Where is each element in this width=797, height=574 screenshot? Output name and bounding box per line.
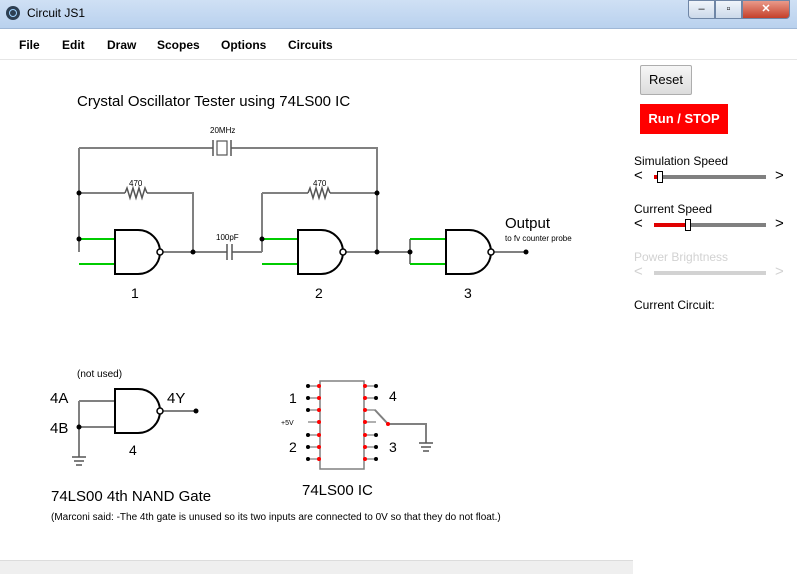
nand-gate-1[interactable] (114, 229, 161, 275)
current-speed-fill (654, 223, 688, 227)
close-button[interactable]: ✕ (742, 0, 790, 19)
gate3-label: 3 (464, 285, 472, 301)
simulation-speed-thumb[interactable] (657, 171, 663, 183)
gate4-output-label: 4Y (167, 390, 185, 407)
reset-button[interactable]: Reset (640, 65, 692, 95)
ic-pin-label-4: 4 (389, 388, 397, 404)
capacitor-symbol[interactable] (226, 244, 233, 260)
gate2-label: 2 (315, 285, 323, 301)
circuit-title: Crystal Oscillator Tester using 74LS00 I… (77, 93, 350, 110)
simulation-speed-track[interactable] (654, 171, 766, 183)
menu-scopes[interactable]: Scopes (157, 38, 200, 52)
maximize-button[interactable]: ▫ (715, 0, 742, 19)
ic-pin-label-2: 2 (289, 439, 297, 455)
nand-gate-3[interactable] (445, 229, 492, 275)
marconi-note: (Marconi said: -The 4th gate is unused s… (51, 512, 501, 523)
menu-options[interactable]: Options (221, 38, 267, 52)
output-note: to fv counter probe (505, 234, 572, 243)
resistor2-label: 470 (313, 179, 327, 188)
current-speed-track[interactable] (654, 219, 766, 231)
current-speed-decrease[interactable]: < (634, 215, 643, 232)
simulation-speed-slider[interactable]: < > (632, 167, 792, 184)
ic-pin-label-3: 3 (389, 439, 397, 455)
ic-vcc-label: +5V (281, 420, 294, 427)
ic-74ls00[interactable] (306, 380, 390, 470)
menu-draw[interactable]: Draw (107, 38, 137, 52)
current-speed-label: Current Speed (634, 202, 713, 216)
simulation-speed-decrease[interactable]: < (634, 167, 643, 184)
ic-name-label: 74LS00 IC (302, 482, 373, 499)
not-used-label: (not used) (77, 369, 122, 380)
gate4-label: 4 (129, 442, 137, 458)
nand-gate-4[interactable] (114, 388, 161, 434)
power-brightness-increase: > (775, 263, 784, 280)
current-speed-slider[interactable]: < > (632, 215, 792, 232)
menu-circuits[interactable]: Circuits (288, 38, 333, 52)
ic-pin-label-1: 1 (289, 390, 297, 406)
simulation-speed-increase[interactable]: > (775, 167, 784, 184)
menu-edit[interactable]: Edit (62, 38, 85, 52)
run-stop-button[interactable]: Run / STOP (640, 104, 728, 134)
menu-file[interactable]: File (19, 38, 40, 52)
simulation-speed-label: Simulation Speed (634, 154, 729, 168)
info-panel (0, 560, 633, 574)
gate4-input-b-label: 4B (50, 420, 68, 437)
control-panel (633, 60, 797, 573)
window-title: Circuit JS1 (27, 6, 86, 20)
crystal-label: 20MHz (210, 126, 235, 135)
minimize-button[interactable]: ‒ (688, 0, 715, 19)
nand-gate-2[interactable] (297, 229, 344, 275)
capacitor-label: 100pF (216, 233, 239, 242)
title-bar: Circuit JS1 ‒ ▫ ✕ (0, 0, 797, 29)
gate4-caption: 74LS00 4th NAND Gate (51, 488, 211, 505)
power-brightness-label: Power Brightness (634, 250, 729, 264)
gate4-input-a-label: 4A (50, 390, 68, 407)
current-speed-increase[interactable]: > (775, 215, 784, 232)
resistor1-label: 470 (129, 179, 143, 188)
power-brightness-track (654, 271, 766, 275)
current-circuit-label: Current Circuit: (634, 298, 715, 312)
output-label: Output (505, 215, 551, 232)
current-speed-thumb[interactable] (685, 219, 691, 231)
app-icon (6, 6, 20, 20)
crystal-symbol[interactable] (212, 140, 232, 156)
power-brightness-decrease: < (634, 263, 643, 280)
power-brightness-slider: < > (632, 263, 792, 280)
gate1-label: 1 (131, 285, 139, 301)
circuit-canvas[interactable]: Crystal Oscillator Tester using 74LS00 I… (0, 60, 633, 560)
menu-bar: File Edit Draw Scopes Options Circuits (0, 29, 797, 60)
